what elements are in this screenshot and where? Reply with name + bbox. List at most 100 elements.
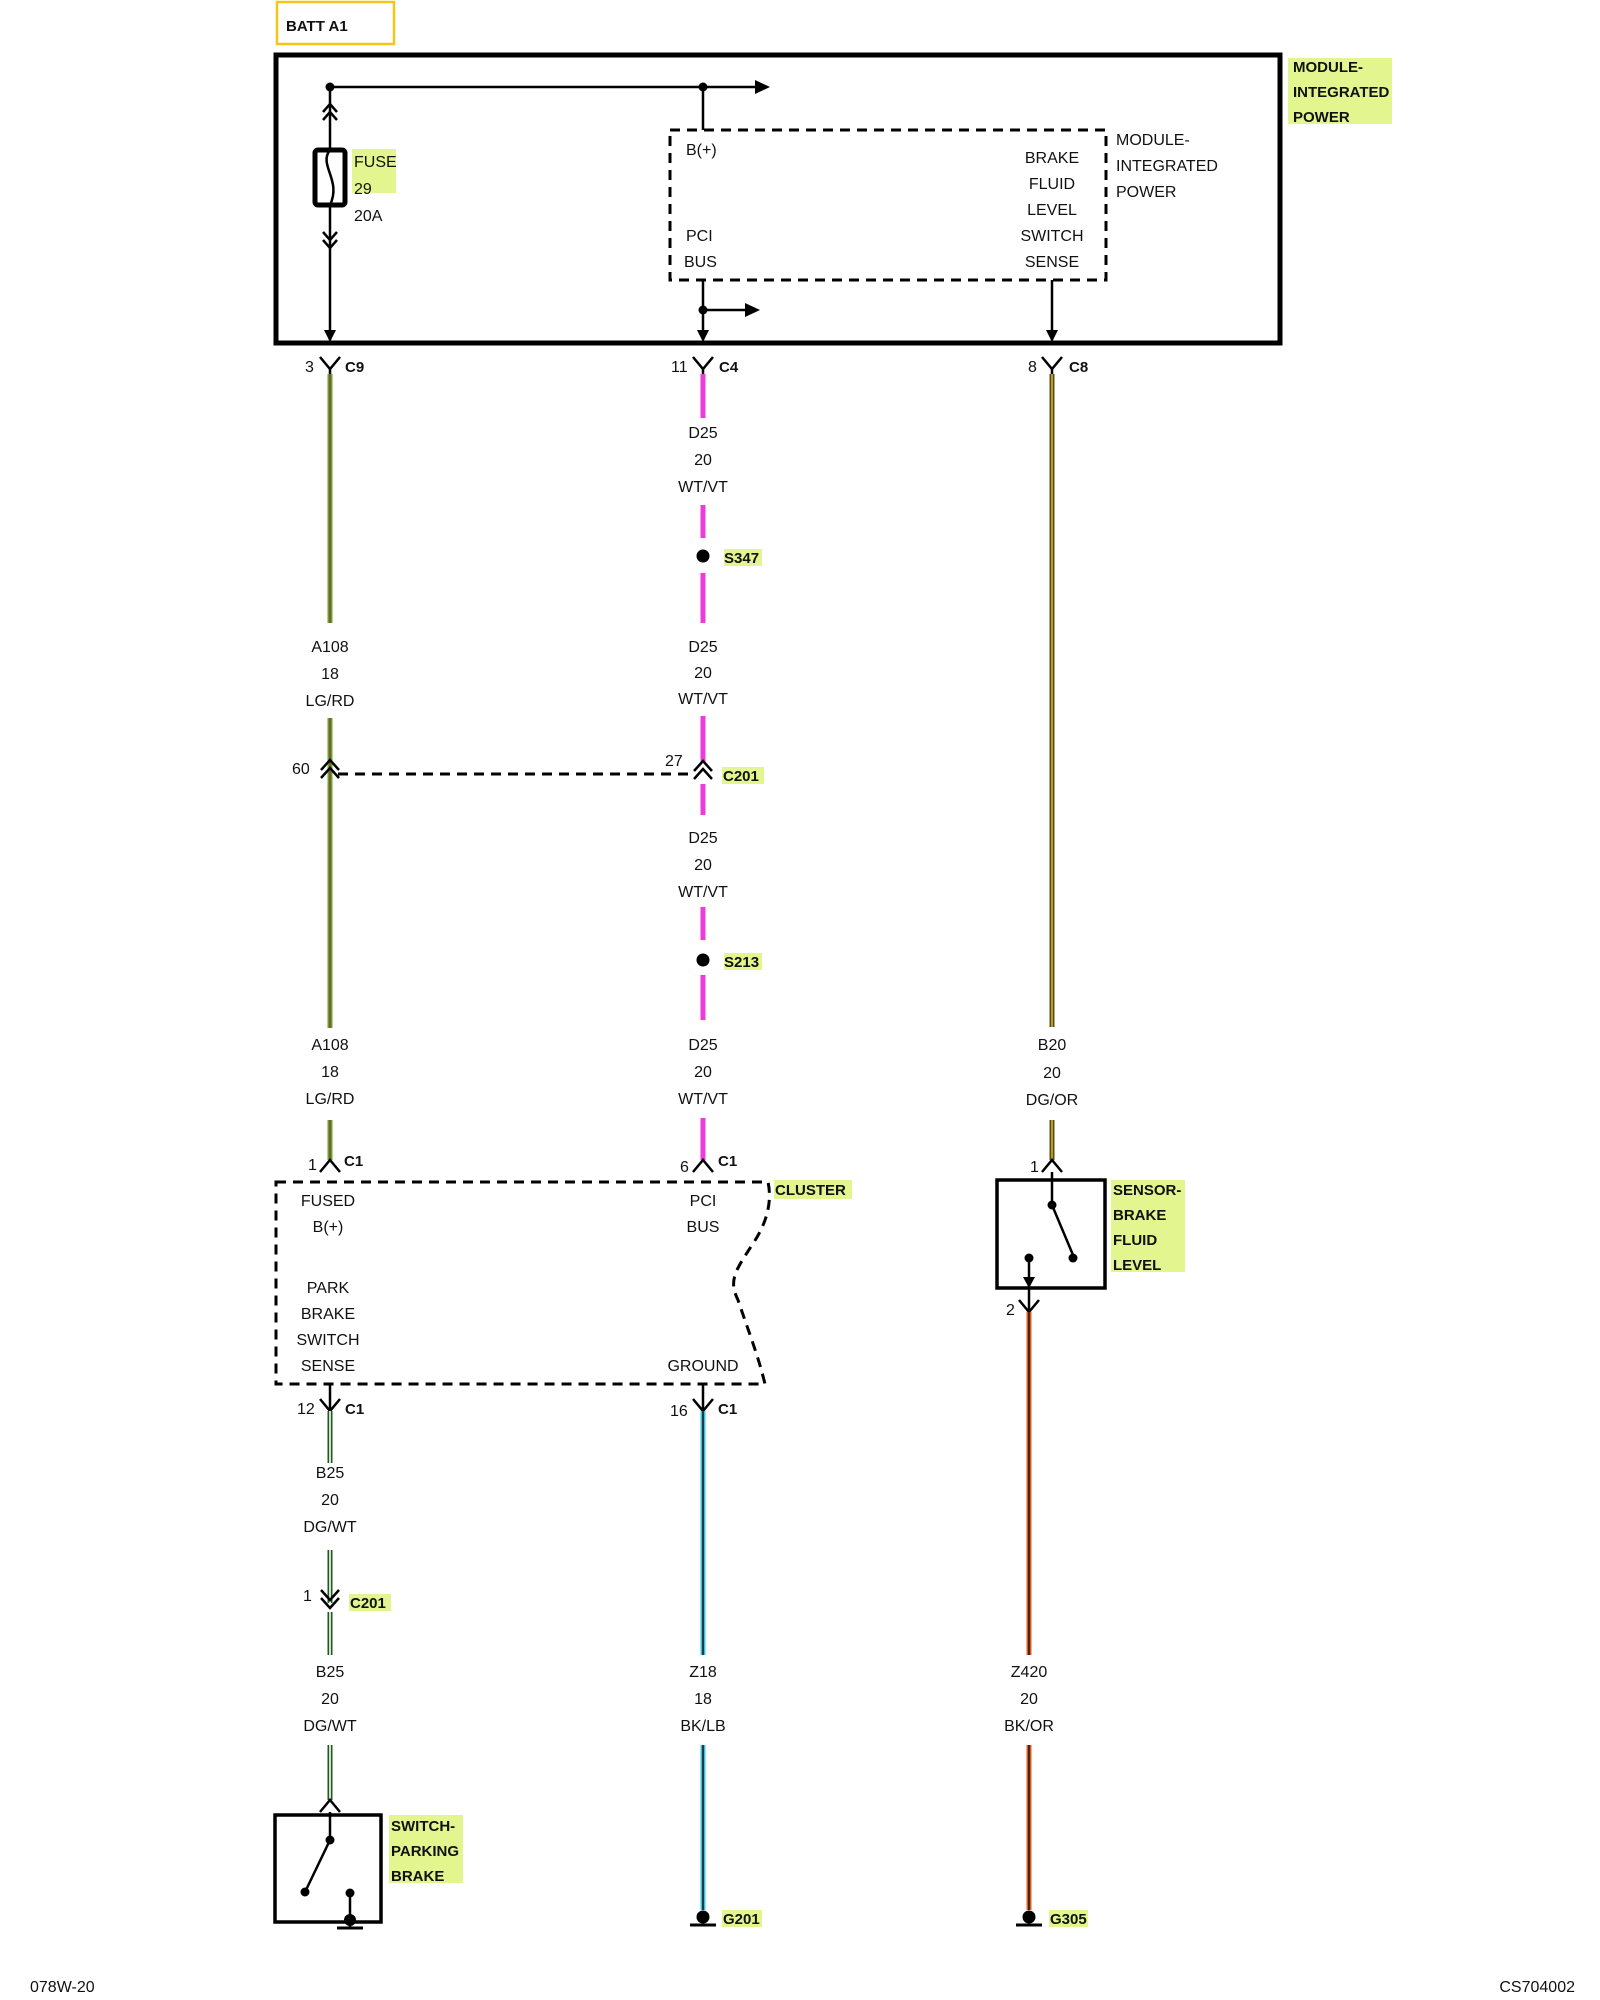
wire-label-b20: B20 20 DG/OR — [1026, 1037, 1078, 1109]
inner-pci-label: PCI — [686, 228, 713, 245]
splice-s213-dot — [696, 953, 710, 967]
wire-label-d25-4: D25 20 WT/VT — [678, 1037, 728, 1108]
c8-pin: 8 — [1028, 359, 1037, 376]
park-line-3: SWITCH — [296, 1332, 359, 1349]
fuse-top-connector — [322, 102, 338, 121]
cluster-c1-pin6-name: C1 — [718, 1153, 737, 1170]
splice-s213-label: S213 — [724, 954, 759, 971]
pci-branch-arrow — [745, 303, 760, 317]
c9-name: C9 — [345, 359, 364, 376]
cluster-box — [274, 1180, 771, 1386]
wire-label-b25-1: B25 20 DG/WT — [303, 1465, 357, 1536]
c9-pin: 3 — [305, 359, 314, 376]
inner-bplus-label: B(+) — [686, 142, 717, 159]
c201-lower-highlight — [349, 1594, 391, 1611]
cluster-pci-label: PCI — [690, 1193, 717, 1210]
wire-label-b25-2: B25 20 DG/WT — [303, 1664, 357, 1735]
park-line-2: BRAKE — [301, 1306, 355, 1323]
c201-right-highlight — [722, 767, 764, 784]
wire-label-a108-2: A108 18 LG/RD — [306, 1037, 355, 1108]
c201-right-pin: 27 — [665, 753, 683, 770]
wire-gauge: 20 — [1020, 1691, 1038, 1708]
switch-label-highlight — [389, 1815, 463, 1883]
footer-left-code: 078W-20 — [30, 1979, 95, 1996]
sensor-pin1-symbol — [1041, 1158, 1063, 1173]
ground-g305-dot — [1022, 1910, 1036, 1924]
sense-arrow — [1046, 330, 1058, 342]
wire-color: DG/WT — [303, 1519, 357, 1536]
cluster-c1-pin6-symbol — [692, 1158, 714, 1173]
sensor-label-highlight — [1111, 1180, 1185, 1272]
wire-gauge: 18 — [694, 1691, 712, 1708]
fuse-label-highlight — [352, 149, 396, 193]
c201-left-connector-symbol — [320, 758, 340, 779]
batt-label-text: BATT A1 — [286, 18, 348, 35]
wire-color: WT/VT — [678, 691, 728, 708]
inner-title-line-2: INTEGRATED — [1116, 158, 1218, 175]
sensor-output-arrow — [1023, 1277, 1035, 1288]
brake-sense-line-5: SENSE — [1025, 254, 1079, 271]
brake-sense-line-3: LEVEL — [1027, 202, 1077, 219]
park-line-1: PARK — [307, 1280, 350, 1297]
cluster-label-highlight — [774, 1180, 852, 1199]
wire-color: LG/RD — [306, 693, 355, 710]
wire-color: WT/VT — [678, 479, 728, 496]
wire-circuit: Z420 — [1011, 1664, 1048, 1681]
wire-gauge: 20 — [321, 1691, 339, 1708]
wire-gauge: 20 — [694, 857, 712, 874]
c4-connector-symbol — [692, 356, 714, 371]
wire-gauge: 18 — [321, 666, 339, 683]
cluster-c1-pin12-name: C1 — [345, 1401, 364, 1418]
fuse-element — [325, 149, 335, 206]
switch-parking-brake-box — [273, 1813, 383, 1924]
wire-circuit: A108 — [311, 1037, 348, 1054]
switch-label-line-3: BRAKE — [391, 1868, 444, 1885]
inner-module-box — [668, 128, 1108, 282]
wire-circuit: B20 — [1038, 1037, 1067, 1054]
cluster-ground-label: GROUND — [667, 1358, 738, 1375]
c201-lower-connector-symbol — [320, 1589, 340, 1610]
fuse-arrow — [324, 330, 336, 342]
c4-name: C4 — [719, 359, 739, 376]
switch-label-line-2: PARKING — [391, 1843, 459, 1860]
brake-sense-line-4: SWITCH — [1020, 228, 1083, 245]
ground-g305-label: G305 — [1050, 1911, 1087, 1928]
batt-label-border — [275, 0, 396, 46]
bus-arrow — [755, 80, 770, 94]
wire-label-d25-1: D25 20 WT/VT — [678, 425, 728, 496]
cluster-c1-pin16-name: C1 — [718, 1401, 737, 1418]
c8-connector-symbol — [1041, 356, 1063, 371]
module-title-highlight — [1288, 58, 1392, 124]
cluster-c1-pin16-pin: 16 — [670, 1403, 688, 1420]
cluster-label: CLUSTER — [775, 1182, 846, 1199]
inner-title-line-3: POWER — [1116, 184, 1176, 201]
sensor-label-line-2: BRAKE — [1113, 1207, 1166, 1224]
sensor-label-line-1: SENSOR- — [1113, 1182, 1181, 1199]
wire-circuit: D25 — [688, 830, 717, 847]
fuse-number: 29 — [354, 181, 372, 198]
wire-circuit: Z18 — [689, 1664, 717, 1681]
wire-circuit: B25 — [316, 1465, 345, 1482]
cluster-bplus-label: B(+) — [313, 1219, 344, 1236]
inner-bus-label: BUS — [684, 254, 717, 271]
wire-label-z18: Z18 18 BK/LB — [680, 1664, 725, 1735]
module-title-line-2: INTEGRATED — [1293, 84, 1390, 101]
sensor-switch-arm — [1050, 1204, 1075, 1256]
sensor-pin1: 1 — [1030, 1159, 1039, 1176]
c201-right-name: C201 — [723, 768, 759, 785]
wire-color: DG/OR — [1026, 1092, 1078, 1109]
module-title-line-3: POWER — [1293, 109, 1350, 126]
fuse-name: FUSE — [354, 154, 397, 171]
wire-color: LG/RD — [306, 1091, 355, 1108]
wire-circuit: B25 — [316, 1664, 345, 1681]
wire-gauge: 20 — [694, 665, 712, 682]
ground-g305-highlight — [1049, 1910, 1088, 1927]
park-line-4: SENSE — [301, 1358, 355, 1375]
fuse-label: FUSE 29 20A — [352, 149, 397, 225]
c9-connector-symbol — [319, 356, 341, 371]
switch-connector-symbol — [319, 1798, 341, 1813]
wire-gauge: 20 — [694, 1064, 712, 1081]
wire-label-d25-3: D25 20 WT/VT — [678, 830, 728, 901]
cluster-c1-pin1-symbol — [319, 1158, 341, 1173]
wire-gauge: 20 — [694, 452, 712, 469]
